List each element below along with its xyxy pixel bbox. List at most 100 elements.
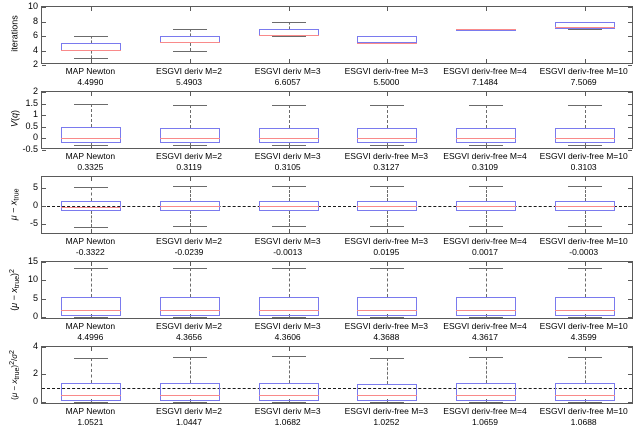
x-tick-mark: [190, 92, 191, 96]
y-tick-mark: [628, 126, 632, 128]
y-tick-mark: [628, 187, 632, 189]
median-line: [61, 137, 122, 139]
group-label: ESGVI deriv-free M=3: [344, 66, 429, 76]
x-tick-mark: [486, 92, 487, 96]
y-axis-tick-label: 2: [32, 59, 38, 69]
whisker-upper: [387, 267, 389, 297]
group-label: ESGVI deriv M=2: [156, 66, 222, 76]
group-label: ESGVI deriv-free M=10: [539, 321, 628, 331]
group-mean-value: 0.3127: [373, 162, 400, 172]
whisker-lower: [91, 315, 93, 318]
y-tick-mark: [42, 92, 46, 93]
group-mean-value: 4.4990: [77, 77, 104, 87]
x-tick-mark: [91, 229, 93, 233]
x-tick-mark: [91, 347, 93, 351]
group-label: ESGVI deriv M=2: [156, 236, 222, 246]
whisker-upper: [288, 21, 290, 29]
y-tick-mark: [628, 103, 632, 105]
whisker-cap-upper: [469, 104, 503, 106]
group-mean-value: -0.0013: [273, 247, 303, 257]
y-tick-mark: [628, 347, 632, 348]
whisker-cap-lower: [567, 401, 602, 403]
y-tick-mark: [42, 401, 46, 403]
median-line: [456, 28, 516, 30]
y-tick-mark: [628, 317, 632, 319]
whisker-cap-upper: [370, 104, 405, 106]
group-label: ESGVI deriv-free M=10: [539, 66, 628, 76]
y-tick-mark: [628, 262, 632, 263]
x-tick-mark: [91, 92, 93, 96]
whisker-cap-upper: [173, 267, 207, 269]
group-label: ESGVI deriv-free M=10: [539, 151, 628, 161]
x-tick-mark: [584, 229, 586, 233]
x-tick-mark: [486, 229, 487, 233]
y-axis-tick-label: 0.5: [25, 120, 38, 131]
boxplot-box: [357, 200, 418, 212]
whisker-cap-lower: [370, 145, 405, 147]
whisker-upper: [91, 267, 93, 297]
whisker-lower: [288, 143, 290, 146]
whisker-upper: [190, 186, 191, 201]
median-line: [456, 206, 516, 207]
whisker-cap-upper: [173, 104, 207, 106]
group-label: MAP Newton: [65, 66, 116, 76]
group-label: ESGVI deriv-free M=4: [443, 406, 527, 416]
x-tick-mark: [486, 177, 487, 181]
x-tick-mark: [288, 347, 290, 351]
y-axis-tick-label: 0: [32, 200, 38, 210]
x-tick-mark: [486, 262, 487, 266]
group-label: MAP Newton: [65, 236, 116, 246]
whisker-upper: [486, 186, 487, 201]
median-line: [554, 310, 615, 312]
whisker-lower: [190, 400, 191, 402]
x-tick-mark: [91, 177, 93, 181]
x-tick-mark: [387, 262, 389, 266]
x-tick-mark: [387, 92, 389, 96]
whisker-cap-lower: [370, 317, 405, 319]
boxplot-box: [456, 383, 516, 401]
whisker-upper: [91, 36, 93, 44]
whisker-cap-lower: [173, 401, 207, 403]
whisker-lower: [190, 43, 191, 51]
x-tick-mark: [584, 177, 586, 181]
whisker-cap-lower: [74, 401, 109, 403]
median-line: [160, 395, 220, 397]
median-line: [456, 310, 516, 312]
whisker-cap-lower: [74, 317, 109, 319]
y-tick-mark: [42, 262, 46, 263]
whisker-upper: [387, 104, 389, 128]
group-mean-value: 0.3325: [77, 162, 104, 172]
group-label: ESGVI deriv-free M=10: [539, 236, 628, 246]
reference-line-4: [42, 387, 632, 389]
whisker-lower: [486, 315, 487, 318]
group-mean-value: 1.0682: [274, 417, 301, 427]
whisker-lower: [584, 400, 586, 402]
y-axis-tick-label: 1: [32, 109, 38, 120]
whisker-lower: [387, 143, 389, 146]
median-line: [357, 310, 418, 312]
whisker-lower: [91, 143, 93, 146]
group-mean-value: 7.5069: [570, 77, 597, 87]
x-tick-mark: [584, 92, 586, 96]
whisker-cap-upper: [271, 267, 306, 269]
boxplot-box: [357, 127, 418, 144]
median-line: [258, 138, 319, 140]
median-line: [357, 42, 418, 44]
y-tick-mark: [42, 187, 46, 189]
whisker-lower: [91, 400, 93, 402]
group-label: MAP Newton: [65, 321, 116, 331]
boxplot-box: [456, 200, 516, 212]
y-axis-tick-label: 1.5: [25, 97, 38, 108]
whisker-lower: [486, 143, 487, 146]
y-tick-mark: [628, 7, 632, 8]
group-mean-value: 4.3599: [570, 332, 597, 342]
y-axis-tick-label: 10: [27, 1, 38, 11]
whisker-cap-lower: [370, 401, 405, 403]
whisker-cap-upper: [271, 356, 306, 358]
whisker-cap-lower: [271, 317, 306, 319]
group-label: ESGVI deriv M=3: [254, 66, 321, 76]
median-line: [258, 206, 319, 207]
whisker-cap-upper: [74, 104, 109, 106]
whisker-cap-lower: [469, 317, 503, 319]
y-axis-tick-label: 10: [27, 274, 38, 285]
